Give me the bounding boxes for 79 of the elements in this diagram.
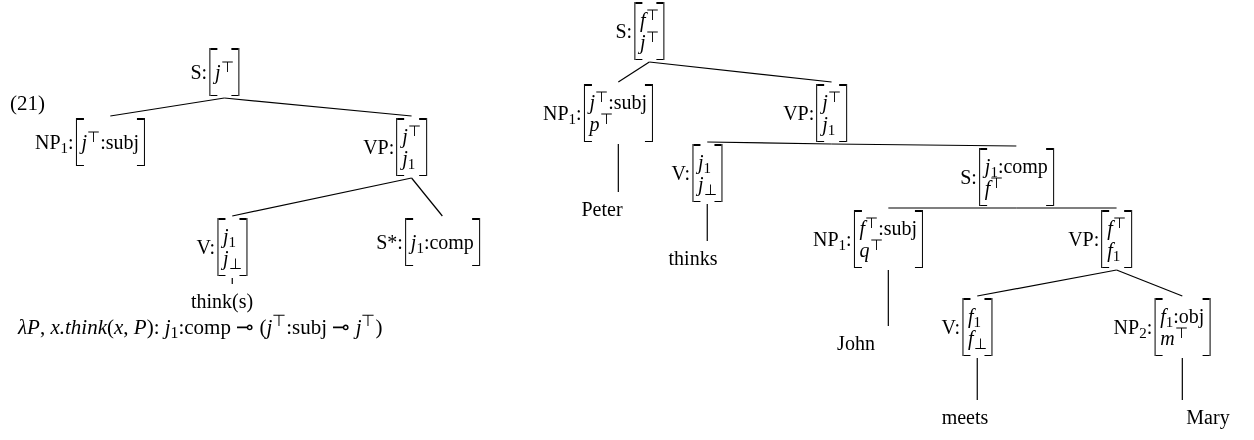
tree-branch <box>648 61 833 83</box>
tree-branch <box>617 143 619 193</box>
tree-branch <box>830 143 1017 147</box>
word-label: John <box>837 331 875 356</box>
feature-line: j$^{⊤}$ <box>402 125 421 147</box>
example-number: (21) <box>10 90 45 117</box>
word-label: Peter <box>581 197 623 222</box>
tree-branch <box>1181 357 1183 401</box>
tree-branch <box>887 207 1017 209</box>
category-label: NP$_{1}$: <box>542 101 582 128</box>
tree-branch <box>109 97 225 117</box>
feature-line: j$_{1}$ <box>223 225 238 247</box>
feature-line: j$^{⊤}$ <box>215 61 234 83</box>
feature-line: q$^{⊤}$ <box>859 239 883 261</box>
feature-line: j$^{⊤}$ <box>640 31 659 53</box>
tree-node <box>196 218 248 276</box>
feature-line: f$_{1}$:obj <box>1160 305 1205 327</box>
category-label: V: <box>196 235 215 260</box>
tree-branch <box>231 277 233 285</box>
tree-branch <box>976 357 978 401</box>
tree-node <box>941 298 993 356</box>
feature-line: j$_{⊥}$ <box>223 247 242 269</box>
tree-branch <box>887 269 889 327</box>
tree-node <box>376 218 480 266</box>
category-label: NP$_{2}$: <box>1113 315 1153 342</box>
tree-node <box>671 144 723 202</box>
tree-branch <box>1115 269 1183 297</box>
tree-branch <box>223 97 413 117</box>
tree-branch <box>976 269 1118 297</box>
feature-line: j$^{⊤}$:subj <box>81 131 140 153</box>
word-label: think(s) <box>190 289 254 315</box>
category-label: S: <box>615 19 633 44</box>
tree-node <box>34 118 146 166</box>
tree-branch <box>617 61 650 83</box>
tree-node <box>615 2 665 60</box>
tree-branch <box>231 177 413 217</box>
formula: λP, x.think(x, P): j$_{1}$:comp ⊸ (j$^{⊤}$:subj ⊸ j$^{⊤}$) <box>18 312 383 343</box>
category-label: V: <box>941 315 960 340</box>
category-label: S: <box>960 165 977 190</box>
tree-node <box>190 48 240 96</box>
word-label: thinks <box>668 246 718 271</box>
tree-node <box>1068 210 1132 268</box>
tree-branch <box>1015 207 1118 209</box>
category-label: S: <box>190 60 208 85</box>
tree-node <box>542 84 654 142</box>
category-label: S*: <box>376 230 403 255</box>
tree-branch <box>706 141 833 145</box>
feature-line: j$_{1}$ <box>698 151 713 173</box>
feature-line: j$^{⊤}$ <box>822 91 841 113</box>
feature-line: j$_{1}$:comp <box>410 231 474 253</box>
feature-line: f$^{⊤}$ <box>640 9 659 31</box>
feature-line: j$_{⊥}$ <box>698 173 717 195</box>
feature-line: f$^{⊤}$ <box>1107 217 1126 239</box>
category-label: VP: <box>783 101 815 126</box>
tree-node <box>812 210 924 268</box>
word-label: meets <box>941 405 989 430</box>
feature-line: f$_{1}$ <box>1107 239 1122 261</box>
word-label: Mary <box>1186 405 1230 431</box>
tree-node <box>363 118 427 176</box>
feature-line: j$_{1}$ <box>402 147 417 169</box>
feature-line: p$^{⊤}$ <box>589 113 613 135</box>
tree-node <box>960 148 1054 206</box>
category-label: V: <box>671 161 690 186</box>
tree-node <box>1113 298 1211 356</box>
category-label: NP$_{1}$: <box>812 227 852 254</box>
feature-line: f$^{⊤}$ <box>984 177 1004 199</box>
category-label: VP: <box>363 135 395 160</box>
category-label: NP$_{1}$: <box>34 130 74 157</box>
feature-line: j$_{1}$:comp <box>984 155 1048 177</box>
feature-line: f$_{⊥}$ <box>968 327 987 349</box>
tree-branch <box>410 177 443 217</box>
tree-branch <box>706 203 708 242</box>
feature-line: f$^{⊤}$:subj <box>859 217 918 239</box>
tree-node <box>783 84 847 142</box>
feature-line: j$_{1}$ <box>822 113 837 135</box>
feature-line: j$^{⊤}$:subj <box>589 91 648 113</box>
feature-line: m$^{⊤}$ <box>1160 327 1188 349</box>
feature-line: f$_{1}$ <box>968 305 983 327</box>
category-label: VP: <box>1068 227 1100 252</box>
